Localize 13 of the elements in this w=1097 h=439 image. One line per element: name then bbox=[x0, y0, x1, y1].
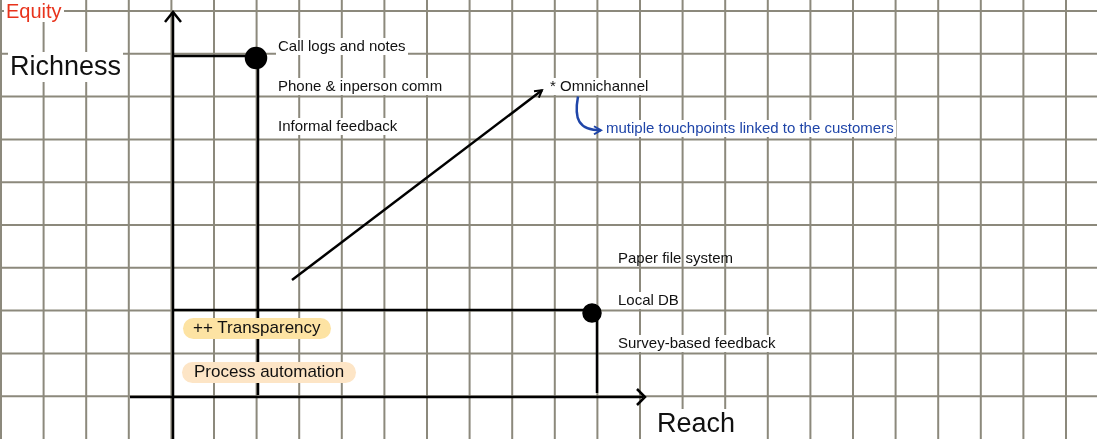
annotation-text: mutiple touchpoints linked to the customers bbox=[604, 120, 896, 137]
axis-title: Richness bbox=[8, 52, 124, 82]
annotation-text: Local DB bbox=[616, 292, 681, 309]
annotation-text: Informal feedback bbox=[276, 118, 400, 135]
axis-title: Equity bbox=[4, 0, 64, 22]
highlighted-note: Process automation bbox=[182, 362, 357, 383]
annotation-text: Survey-based feedback bbox=[616, 335, 778, 352]
annotation-text: * Omnichannel bbox=[548, 78, 651, 95]
arrow bbox=[291, 89, 543, 281]
annotation-text: Call logs and notes bbox=[276, 38, 408, 55]
annotation-text: Phone & inperson comm bbox=[276, 78, 445, 95]
arrow bbox=[575, 96, 602, 135]
highlighted-note: ++ Transparency bbox=[183, 318, 331, 339]
